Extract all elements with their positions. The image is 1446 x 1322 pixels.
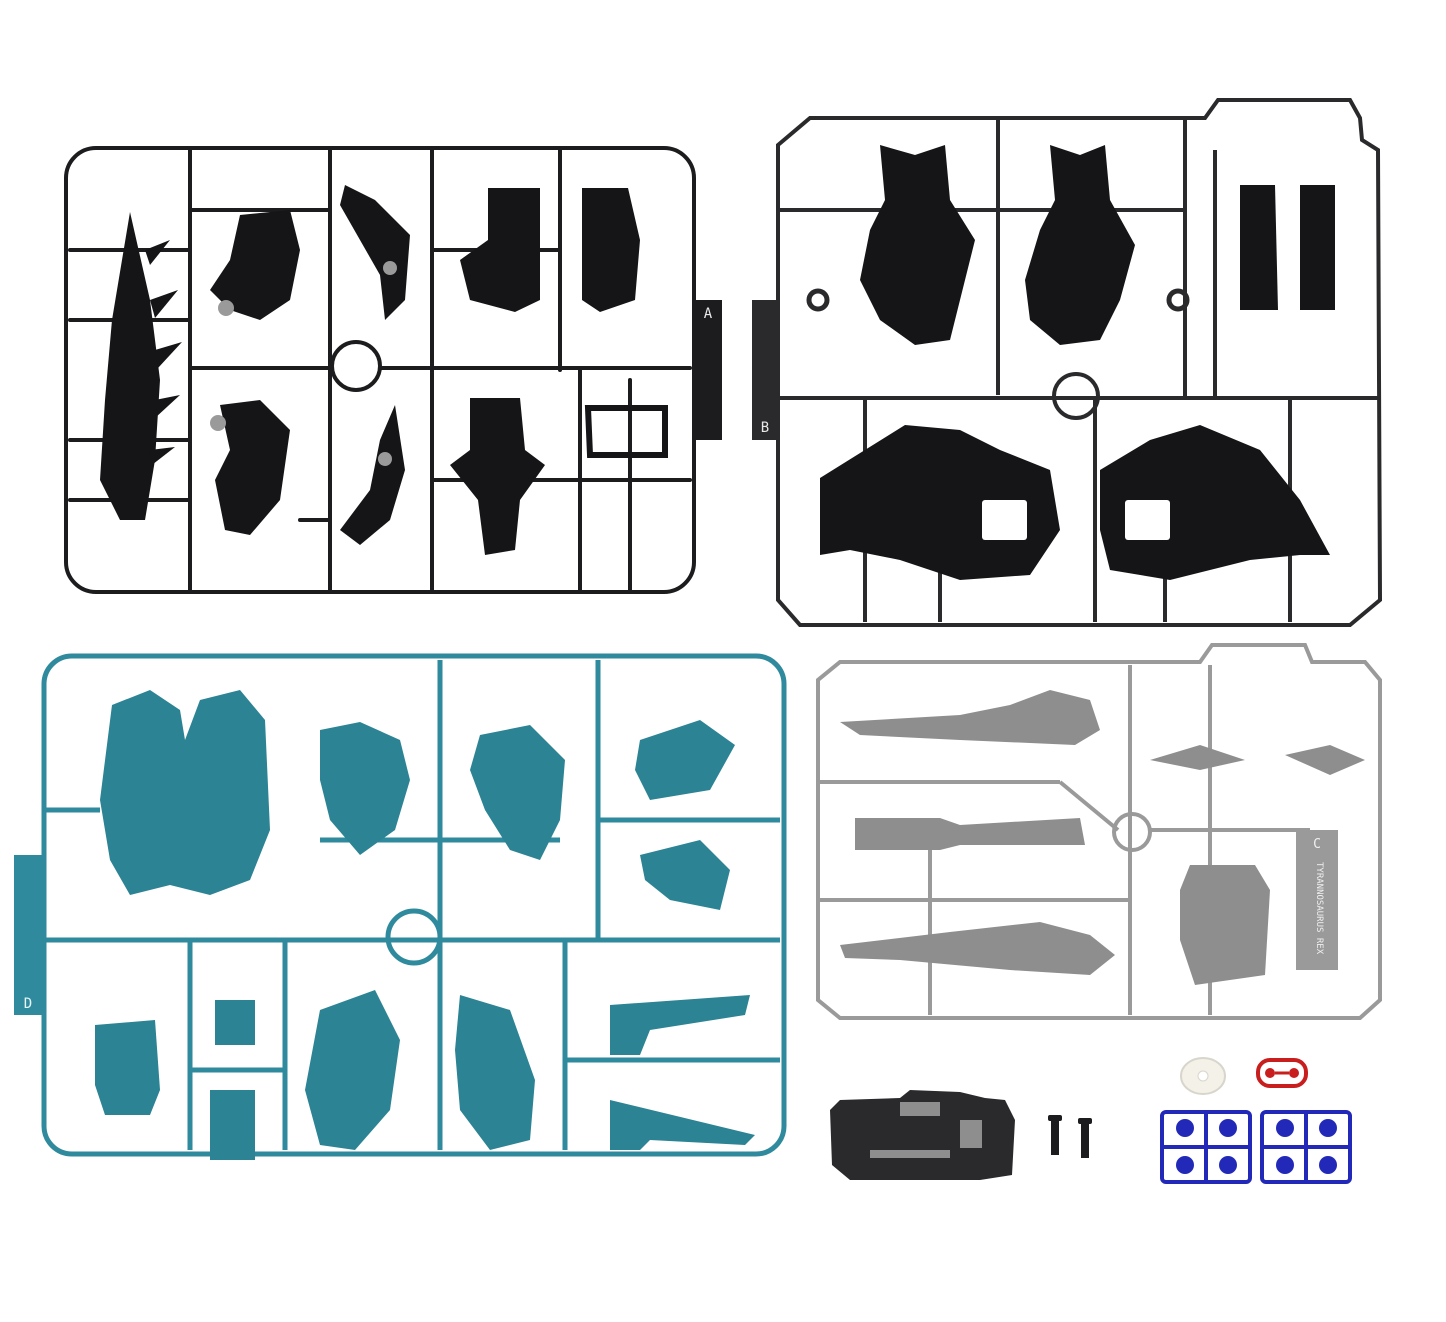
claw-part-upper bbox=[340, 185, 410, 320]
screw-shaft bbox=[1081, 1123, 1089, 1158]
part-ring bbox=[1166, 288, 1190, 312]
blade-weapon-upper bbox=[840, 690, 1100, 745]
red-connector bbox=[1256, 1058, 1308, 1088]
thruster-left bbox=[1240, 185, 1278, 310]
runner-a-center-ring bbox=[330, 340, 382, 392]
fin-part-right bbox=[1285, 745, 1365, 775]
fin-part-left bbox=[1150, 745, 1245, 770]
runner-a-black: A bbox=[64, 146, 722, 594]
shoulder-armor-right bbox=[470, 725, 565, 860]
back-armor-part bbox=[100, 690, 270, 895]
torso-core-part bbox=[450, 398, 545, 555]
cockpit-panel bbox=[900, 1102, 940, 1116]
runner-d-frame bbox=[41, 653, 787, 1157]
screw-head bbox=[1048, 1115, 1062, 1121]
leg-part-upper-left bbox=[210, 210, 300, 320]
runner-c-frame bbox=[816, 643, 1382, 1020]
part-ring bbox=[806, 288, 830, 312]
runner-c-engraving: TYRANNOSAURUS REX bbox=[1314, 862, 1324, 955]
part-socket bbox=[210, 415, 226, 431]
polycap bbox=[1319, 1156, 1337, 1174]
chest-armor-right bbox=[1100, 425, 1330, 580]
runner-b-tag-letter: B bbox=[761, 420, 769, 436]
chest-armor-left bbox=[820, 425, 1060, 580]
arm-frame-right bbox=[1025, 145, 1135, 345]
screw-head bbox=[1078, 1118, 1092, 1124]
blade-part-upper bbox=[610, 995, 750, 1055]
polycap bbox=[1276, 1156, 1294, 1174]
tail-spikes bbox=[145, 240, 182, 468]
part-socket bbox=[218, 300, 234, 316]
polycap bbox=[1319, 1119, 1337, 1137]
runner-d-tag-plate bbox=[14, 855, 42, 1015]
crest-part-upper bbox=[635, 720, 735, 800]
armor-block-part bbox=[1180, 865, 1270, 985]
white-washer bbox=[1180, 1057, 1226, 1095]
runner-d-center-ring bbox=[385, 908, 443, 966]
thigh-armor-right bbox=[455, 995, 535, 1150]
polycap bbox=[1176, 1156, 1194, 1174]
tail-spine-part bbox=[100, 212, 160, 520]
claw-part-lower bbox=[340, 405, 405, 545]
blue-polycap-runners bbox=[1160, 1110, 1352, 1184]
runner-b-tag-plate bbox=[752, 300, 778, 440]
chest-window bbox=[982, 500, 1027, 540]
thigh-armor-left bbox=[305, 990, 400, 1150]
cockpit-panel bbox=[870, 1150, 950, 1158]
screw-shaft bbox=[1051, 1120, 1059, 1155]
gun-barrel-part bbox=[855, 818, 1085, 850]
blade-weapon-lower bbox=[840, 922, 1115, 975]
part-socket bbox=[378, 452, 392, 466]
hip-block-right bbox=[582, 188, 640, 312]
cockpit-panel bbox=[960, 1120, 982, 1148]
black-screws bbox=[1048, 1115, 1092, 1158]
polycap bbox=[1176, 1119, 1194, 1137]
runner-d-teal: D bbox=[14, 653, 787, 1160]
arm-frame-left bbox=[860, 145, 975, 345]
runner-a-tag-plate bbox=[694, 300, 722, 440]
small-cuff-upper bbox=[215, 1000, 255, 1045]
runner-c-tag-letter: C bbox=[1313, 837, 1321, 852]
small-cuff-lower bbox=[210, 1090, 255, 1160]
runner-b-black: B bbox=[752, 98, 1383, 627]
runner-c-tag-plate bbox=[1296, 830, 1338, 970]
leg-cuff-part bbox=[95, 1020, 160, 1115]
thruster-right bbox=[1300, 185, 1335, 310]
part-socket bbox=[383, 261, 397, 275]
polycap bbox=[1219, 1156, 1237, 1174]
runner-c-center-ring bbox=[1112, 812, 1152, 852]
runner-b-center-ring bbox=[1052, 372, 1100, 420]
shoulder-armor-left bbox=[320, 722, 410, 855]
runner-b-frame bbox=[776, 98, 1383, 627]
runner-a-tag-letter: A bbox=[704, 306, 713, 322]
chest-window bbox=[1125, 500, 1170, 540]
polycap bbox=[1276, 1119, 1294, 1137]
crest-part-lower bbox=[640, 840, 730, 910]
polycap bbox=[1219, 1119, 1237, 1137]
cockpit-block bbox=[830, 1090, 1015, 1180]
hip-block-left bbox=[460, 188, 540, 312]
bracket-part bbox=[584, 405, 668, 458]
leg-part-lower-left bbox=[215, 400, 290, 535]
runner-c-silver: C TYRANNOSAURUS REX bbox=[816, 643, 1382, 1020]
blade-part-lower bbox=[610, 1100, 755, 1150]
runner-d-tag-letter: D bbox=[24, 996, 32, 1012]
